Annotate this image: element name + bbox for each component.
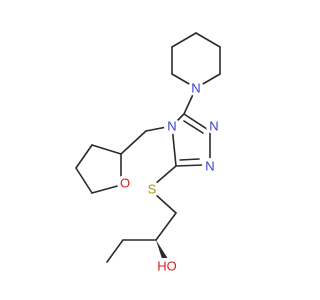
bond — [106, 239, 124, 263]
atom-n2: N — [202, 158, 218, 174]
bond — [75, 167, 93, 194]
bond — [171, 32, 197, 48]
atom-o-thf: O — [117, 175, 133, 191]
atom-o-thf-label: O — [120, 176, 130, 191]
atom-n-piperidine-label: N — [191, 81, 200, 96]
atom-n1-label: N — [209, 119, 218, 134]
atom-n4: N — [164, 118, 180, 134]
bond — [91, 144, 122, 155]
bond — [154, 193, 177, 214]
atom-n1: N — [206, 118, 222, 134]
bond — [195, 32, 221, 48]
atom-labels: N N N N O S HO — [117, 80, 222, 274]
atom-n2-label: N — [205, 159, 214, 174]
bonds — [75, 32, 221, 263]
molecule-svg: N N N N O S HO — [75, 32, 222, 274]
bond — [154, 165, 177, 185]
atom-oh-label: HO — [157, 259, 177, 274]
bond — [183, 113, 211, 132]
atom-s: S — [144, 181, 160, 197]
bond — [155, 212, 177, 241]
bond — [91, 184, 122, 194]
molecule-structure-diagram: N N N N O S HO — [75, 32, 222, 274]
bond — [175, 164, 205, 167]
bond — [179, 158, 200, 161]
bond — [183, 120, 204, 134]
bond — [75, 144, 93, 169]
bond — [120, 130, 147, 155]
atom-oh: HO — [155, 258, 179, 274]
atom-n-piperidine: N — [188, 80, 204, 96]
atom-n4-label: N — [167, 119, 176, 134]
atom-s-label: S — [148, 182, 157, 197]
